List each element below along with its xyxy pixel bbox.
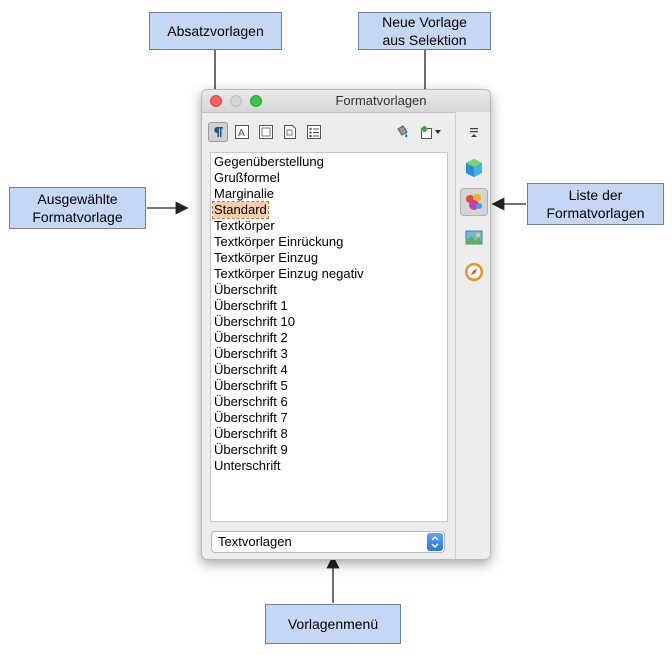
character-styles-icon: A (235, 125, 249, 139)
list-styles-button[interactable] (304, 122, 324, 142)
sidebar-item-properties[interactable] (460, 154, 488, 182)
callout-ausgewaehlte-formatvorlage: Ausgewählte Formatvorlage (9, 187, 146, 229)
title-bar: Formatvorlagen (202, 90, 490, 113)
svg-text:A: A (238, 128, 245, 139)
style-list-item[interactable]: Überschrift 6 (214, 394, 288, 409)
style-list-item[interactable]: Überschrift 2 (214, 330, 288, 345)
style-list-item[interactable]: Textkörper Einzug negativ (214, 266, 364, 281)
style-list-item[interactable]: Überschrift 1 (214, 298, 288, 313)
style-list-item[interactable]: Überschrift 7 (214, 410, 288, 425)
styles-window: Formatvorlagen A (201, 89, 491, 560)
properties-icon (466, 159, 482, 177)
style-list-item[interactable]: Grußformel (214, 170, 280, 185)
style-list-item[interactable]: Überschrift 9 (214, 442, 288, 457)
sidebar-item-navigator[interactable] (460, 258, 488, 286)
page-styles-icon (284, 125, 296, 139)
style-list-item[interactable]: Textkörper (214, 218, 275, 233)
paragraph-styles-button[interactable] (208, 122, 228, 142)
style-list-item[interactable]: Textkörper Einzug (214, 250, 319, 265)
character-styles-button[interactable]: A (232, 122, 252, 142)
style-list-item[interactable]: Unterschrift (214, 458, 281, 473)
selected-style-item[interactable]: Standard (212, 201, 269, 219)
sidebar-item-gallery[interactable] (460, 224, 488, 252)
styles-icon (466, 194, 482, 210)
paragraph-styles-icon (214, 127, 223, 137)
callout-vorlagenmenue: Vorlagenmenü (265, 604, 401, 644)
callout-liste-der-formatvorlagen: Liste der Formatvorlagen (527, 183, 664, 225)
zoom-button[interactable] (250, 95, 262, 107)
gallery-icon (465, 230, 483, 245)
chevron-updown-icon (431, 536, 439, 548)
callout-absatzvorlagen: Absatzvorlagen (149, 12, 282, 50)
page-styles-button[interactable] (280, 122, 300, 142)
style-list-item[interactable]: Überschrift 8 (214, 426, 288, 441)
style-list-item[interactable]: Überschrift (214, 282, 277, 297)
style-filter-dropdown[interactable]: Textvorlagen (211, 531, 445, 553)
callout-neue-vorlage: Neue Vorlage aus Selektion (358, 12, 491, 50)
window-title: Formatvorlagen (335, 93, 427, 108)
frame-styles-button[interactable] (256, 122, 276, 142)
style-list-item[interactable]: Gegenüberstellung (214, 154, 324, 169)
fill-format-mode-icon (397, 125, 408, 138)
style-list-item[interactable]: Überschrift 5 (214, 378, 288, 393)
new-style-from-selection-button[interactable] (416, 122, 444, 142)
style-list-item[interactable]: Überschrift 10 (214, 314, 295, 329)
sidebar-menu-icon (470, 128, 478, 137)
close-button[interactable] (210, 95, 222, 107)
new-style-from-selection-icon (421, 126, 432, 139)
dropdown-arrow-button[interactable] (427, 533, 443, 551)
navigator-icon (465, 263, 483, 281)
sidebar-deck (455, 112, 490, 559)
style-list-item[interactable]: Marginalie (214, 186, 274, 201)
style-list-item[interactable]: Überschrift 4 (214, 362, 288, 377)
style-list-item[interactable]: Überschrift 3 (214, 346, 288, 361)
list-styles-icon (307, 125, 321, 139)
frame-styles-icon (259, 125, 273, 139)
fill-format-mode-button[interactable] (392, 122, 412, 142)
style-filter-value: Textvorlagen (218, 534, 292, 549)
minimize-button[interactable] (230, 95, 242, 107)
chevron-down-icon (435, 130, 441, 134)
sidebar-menu-button[interactable] (460, 118, 488, 146)
sidebar-item-styles[interactable] (460, 188, 488, 216)
style-list-item[interactable]: Textkörper Einrückung (214, 234, 344, 249)
